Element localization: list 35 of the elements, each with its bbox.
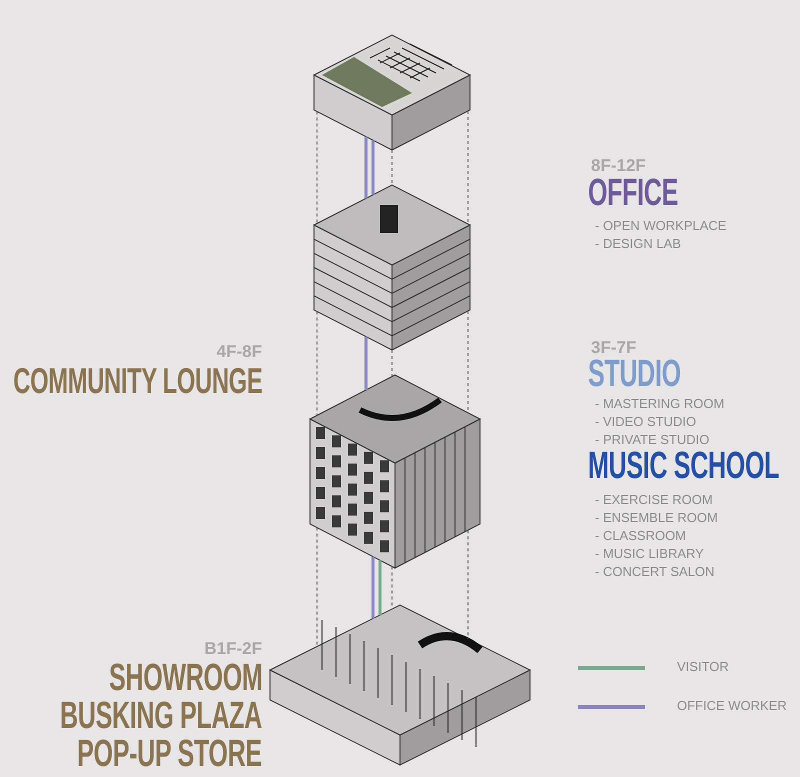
zone-heading: OFFICE xyxy=(588,174,678,214)
room-list-item: - CONCERT SALON xyxy=(595,565,714,579)
floor-range-label: 8F-12F xyxy=(591,157,646,175)
circulation-line xyxy=(372,140,374,195)
zone-heading: COMMUNITY LOUNGE xyxy=(12,362,262,400)
floor-range-label: 3F-7F xyxy=(591,339,636,357)
room-list-item: - PRIVATE STUDIO xyxy=(595,433,710,447)
circulation-line xyxy=(372,556,374,618)
ground-floor-drawing xyxy=(268,604,532,766)
studio-floor-drawing xyxy=(308,374,482,569)
floor-range-label: B1F-2F xyxy=(204,640,262,658)
circulation-line xyxy=(364,336,368,390)
roof-floor-drawing xyxy=(312,34,472,151)
room-list-item: - VIDEO STUDIO xyxy=(595,415,696,429)
legend-label: VISITOR xyxy=(677,660,729,674)
zone-heading: POP-UP STORE xyxy=(77,735,262,775)
room-list-item: - MASTERING ROOM xyxy=(595,397,724,411)
room-list-item: - EXERCISE ROOM xyxy=(595,493,713,507)
room-list-item: - ENSEMBLE ROOM xyxy=(595,511,718,525)
zone-heading: SHOWROOM xyxy=(108,659,262,699)
circulation-line xyxy=(364,136,368,198)
alignment-line xyxy=(316,111,318,224)
room-list-item: - DESIGN LAB xyxy=(595,237,681,251)
office-floor-drawing xyxy=(312,184,472,351)
alignment-line xyxy=(316,311,318,416)
floor-range-label: 4F-8F xyxy=(216,343,262,361)
room-list-item: - CLASSROOM xyxy=(595,529,686,543)
legend-label: OFFICE WORKER xyxy=(677,699,787,713)
room-list-item: - OPEN WORKPLACE xyxy=(595,219,726,233)
zone-heading: STUDIO xyxy=(588,355,681,395)
alignment-line xyxy=(316,527,318,647)
zone-heading: MUSIC SCHOOL xyxy=(588,447,780,487)
room-list-item: - MUSIC LIBRARY xyxy=(595,547,704,561)
zone-heading: BUSKING PLAZA xyxy=(60,697,262,737)
circulation-line xyxy=(378,560,382,615)
